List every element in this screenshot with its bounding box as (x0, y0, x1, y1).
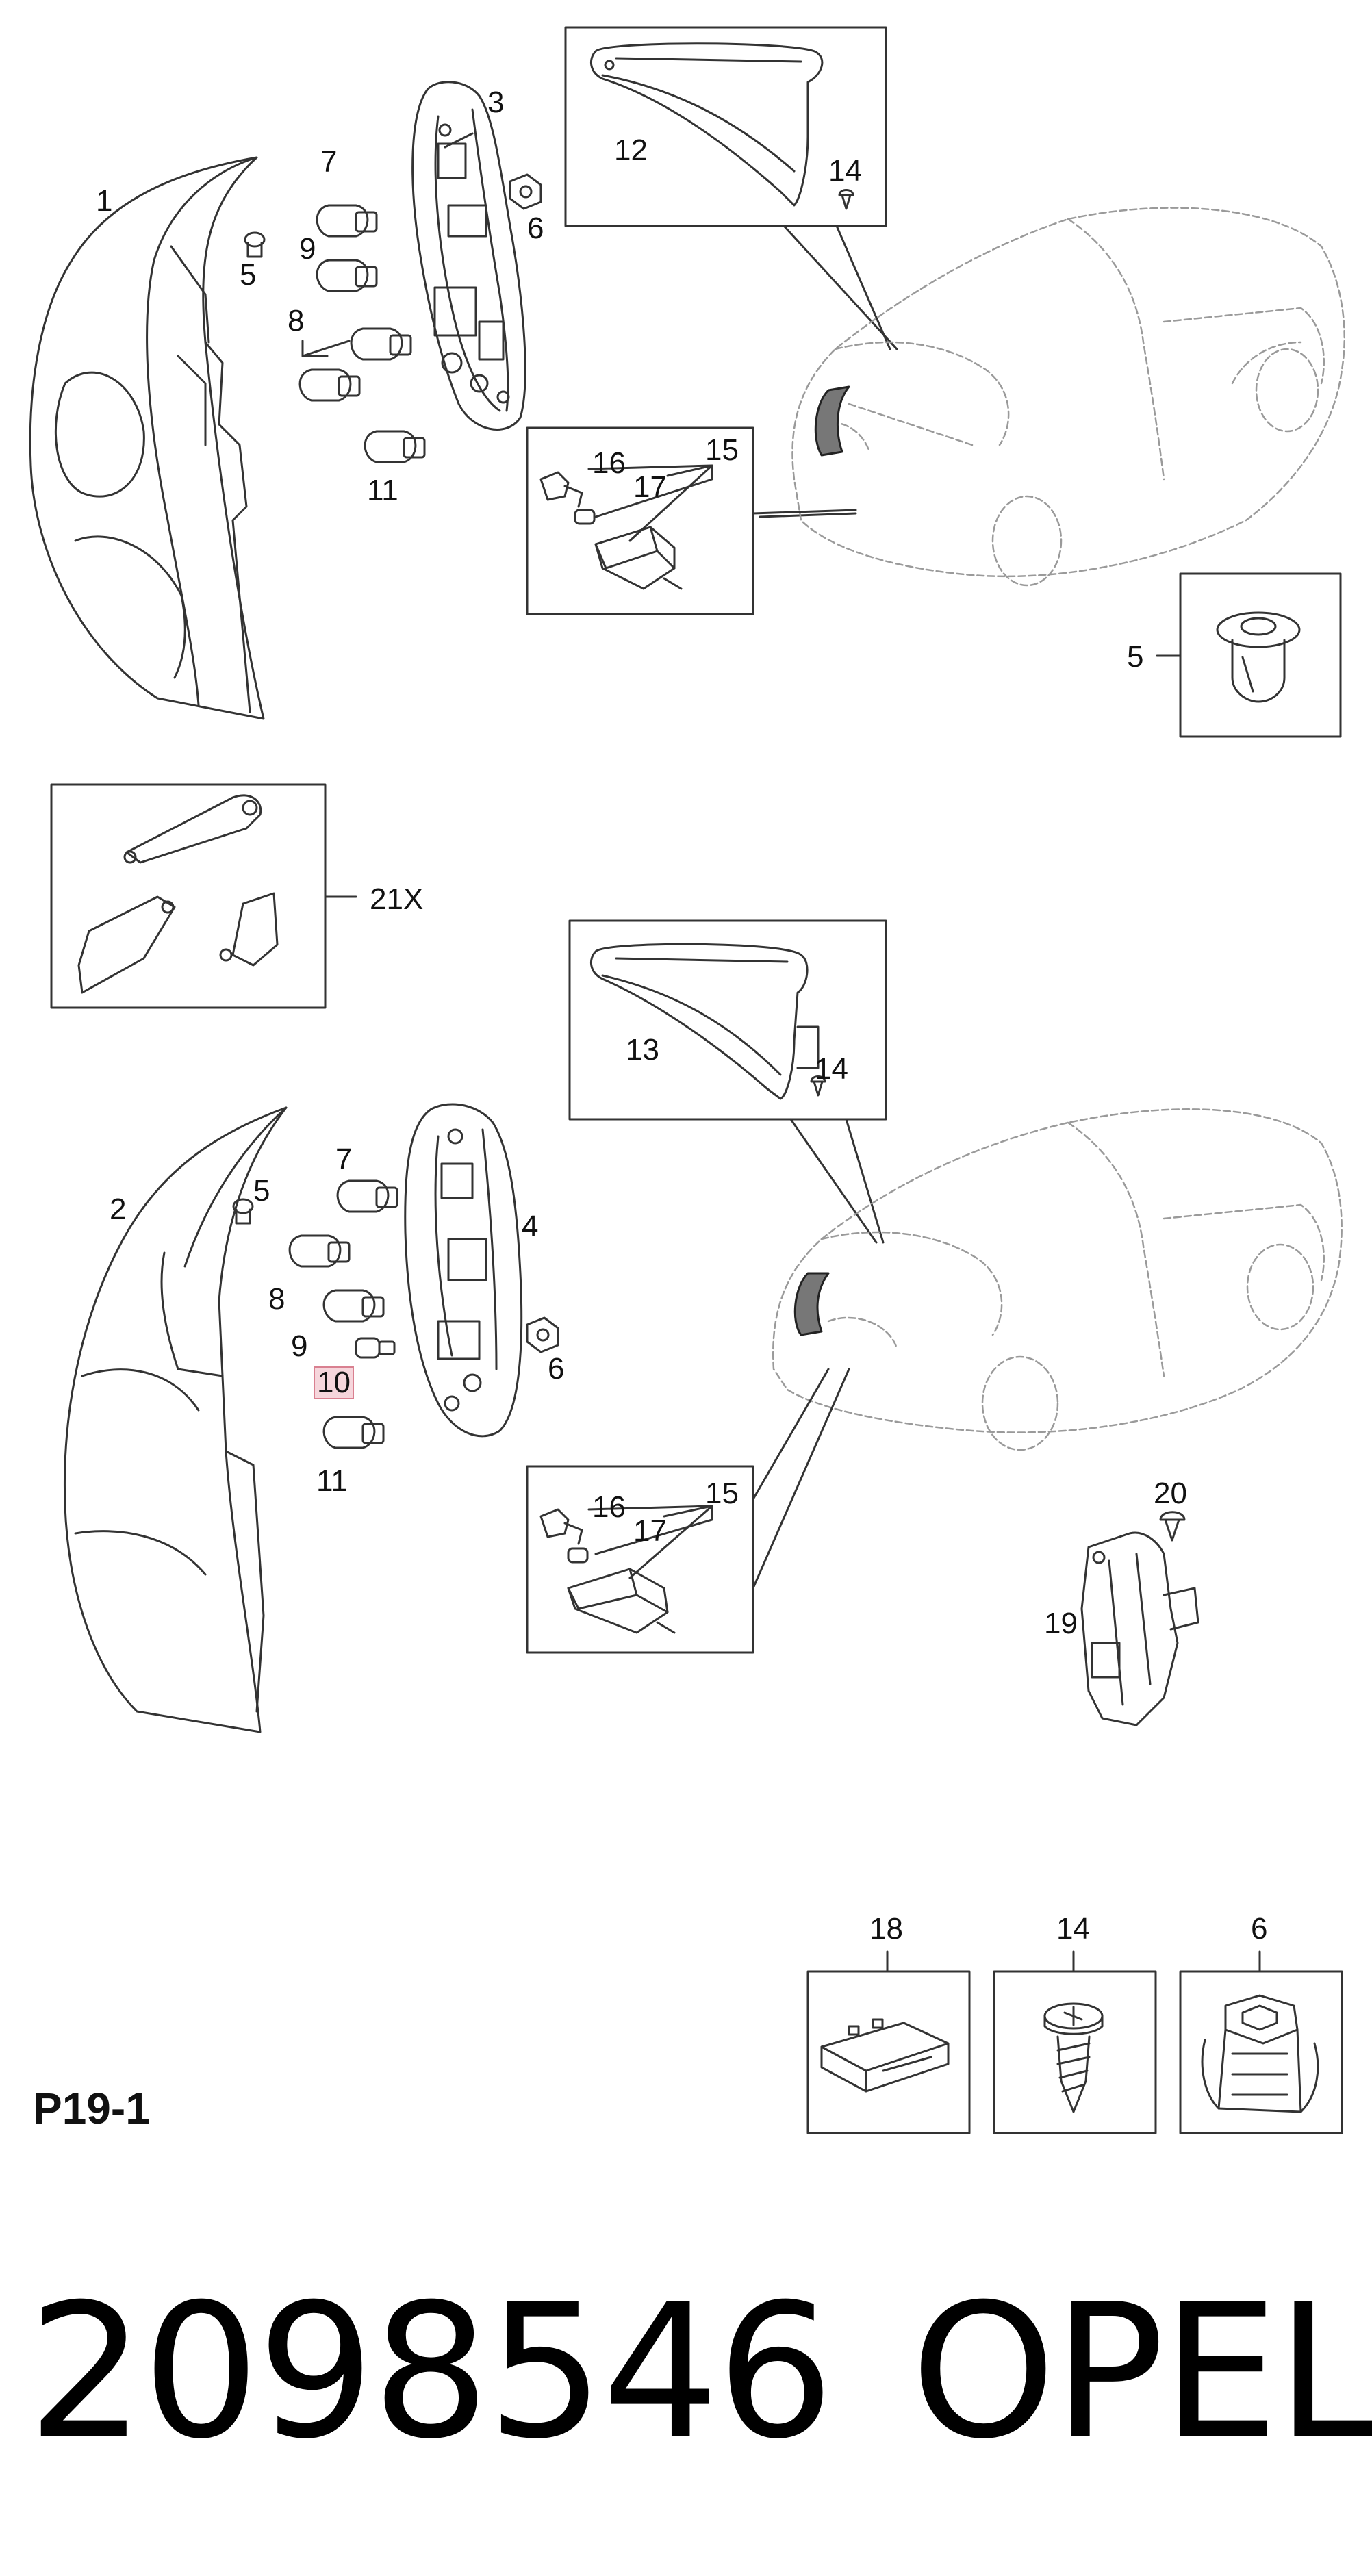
bulb-holder-3 (411, 81, 526, 431)
callout-12: 12 (614, 133, 648, 167)
nut-6-lower (526, 1316, 559, 1353)
callout-2: 2 (110, 1193, 127, 1226)
callout-15-lower: 15 (705, 1477, 739, 1510)
callout-20: 20 (1154, 1477, 1187, 1510)
callout-14-upper: 14 (828, 154, 862, 188)
control-module-18 (820, 2018, 950, 2093)
callout-9-lower: 9 (291, 1329, 308, 1363)
bulb-7-upper (316, 204, 378, 238)
callout-3: 3 (487, 86, 505, 119)
bracket-kit-21x (77, 794, 279, 994)
callout-4: 4 (522, 1210, 539, 1243)
bulb-8-upper-b (298, 368, 361, 402)
callout-19: 19 (1044, 1607, 1078, 1640)
third-brake-light-13 (589, 943, 820, 1100)
tail-lamp-housing-1 (29, 156, 265, 720)
car-illustration-top (791, 207, 1345, 587)
license-lamp-15-lower (567, 1568, 676, 1634)
part-number: 2098546 (27, 2264, 834, 2479)
bulb-9-lower (322, 1289, 385, 1323)
screw-14-upper (838, 189, 854, 210)
bracket-19 (1080, 1531, 1199, 1726)
page-code: P19-1 (33, 2084, 150, 2133)
clip-5-lower (232, 1198, 254, 1225)
socket-16-upper (539, 471, 583, 508)
callout-17-upper: 17 (633, 470, 667, 504)
callout-7-lower: 7 (335, 1143, 353, 1176)
callout-5-detail: 5 (1127, 640, 1144, 674)
screw-20 (1159, 1511, 1186, 1542)
callout-11-upper: 11 (367, 474, 398, 507)
callout-11-lower: 11 (316, 1464, 348, 1498)
bulb-7-lower (336, 1179, 398, 1213)
callout-15-upper: 15 (705, 433, 739, 467)
car-tail-lamp-top (814, 385, 850, 457)
callout-14-detail: 14 (1056, 1912, 1090, 1946)
third-brake-light-12 (589, 42, 824, 207)
tail-lamp-housing-2 (64, 1106, 288, 1733)
socket-16-lower (539, 1508, 583, 1545)
bulb-9-upper (316, 259, 378, 292)
screw-14-detail (1043, 2002, 1104, 2113)
brand-name: OPEL (911, 2264, 1372, 2479)
bulb-11-lower (322, 1416, 385, 1449)
callout-18: 18 (869, 1912, 903, 1946)
callout-6-lower: 6 (548, 1352, 565, 1386)
car-illustration-middle (772, 1108, 1343, 1451)
screw-14-middle (810, 1075, 826, 1097)
callout-16-upper: 16 (592, 446, 626, 480)
car-tail-lamp-middle (793, 1272, 830, 1336)
bulb-10-lower (355, 1337, 396, 1359)
bulb-8-upper-a (350, 327, 412, 361)
nut-6-upper (509, 173, 542, 210)
callout-1: 1 (96, 184, 113, 218)
callout-5-upper: 5 (240, 258, 257, 292)
bulb-11-upper (364, 430, 426, 463)
bulb-17-upper (574, 509, 596, 525)
callout-7-upper: 7 (320, 145, 338, 179)
clip-5-detail (1216, 611, 1301, 703)
callout-21x: 21X (370, 882, 424, 916)
nut-6-detail (1201, 1994, 1319, 2113)
callout-9-upper: 9 (299, 232, 316, 266)
callout-13: 13 (626, 1033, 659, 1067)
callout-8-upper: 8 (288, 304, 305, 337)
callout-14-middle: 14 (815, 1052, 848, 1086)
bulb-8-lower (288, 1234, 351, 1268)
callout-8-lower: 8 (268, 1282, 285, 1316)
callout-6-upper: 6 (527, 212, 544, 245)
callout-17-lower: 17 (633, 1514, 667, 1548)
callout-6-detail: 6 (1251, 1912, 1268, 1946)
bulb-holder-4 (404, 1103, 523, 1438)
callout-5-lower: 5 (253, 1174, 270, 1208)
callout-16-lower: 16 (592, 1490, 626, 1524)
license-lamp-15-upper (594, 526, 683, 590)
clip-5-upper (244, 231, 266, 258)
bulb-17-lower (567, 1547, 589, 1564)
callout-10-highlighted: 10 (314, 1366, 354, 1399)
